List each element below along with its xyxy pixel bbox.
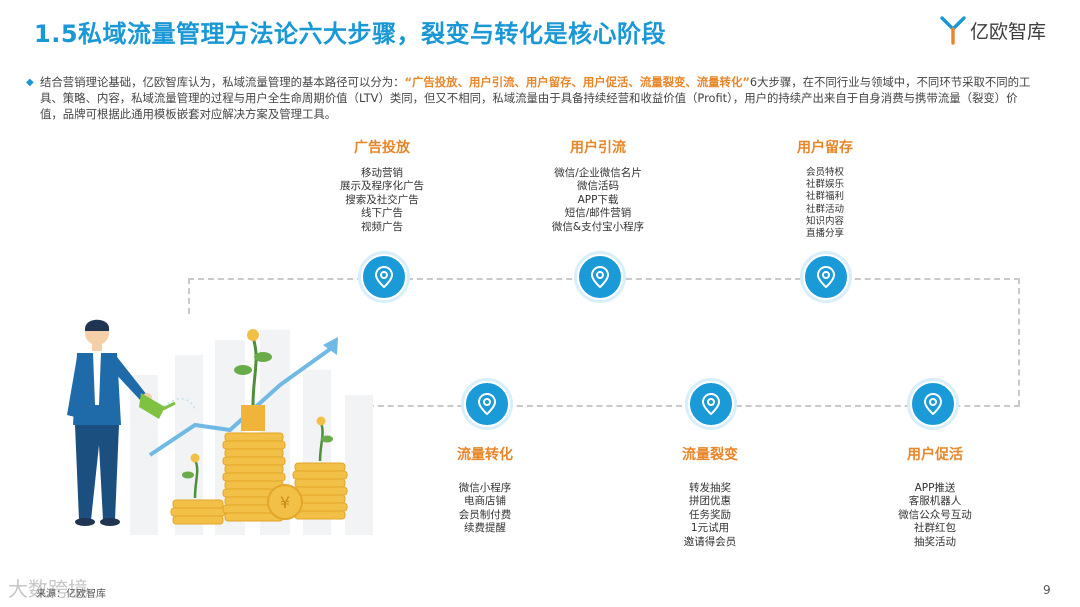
stage-item: 抽奖活动 [914,535,956,548]
stage-item: 线下广告 [361,207,403,220]
track-bottom-line [348,405,1020,407]
location-pin-icon [361,254,407,300]
stage-item: APP下载 [577,193,619,206]
stage-item: 客服机器人 [908,495,962,508]
page-number: 9 [1043,583,1051,597]
stage-title: 用户引流 [570,140,626,156]
track-left-line [188,278,190,314]
stage-item: 展示及程序化广告 [340,180,424,193]
stage-ad-placement: 广告投放 移动营销 展示及程序化广告 搜索及社交广告 线下广告 视频广告 [302,137,462,234]
stage-title: 广告投放 [354,140,410,156]
stage-item: 邀请得会员 [683,535,737,548]
intro-highlight: “广告投放、用户引流、用户留存、用户促活、流量裂变、流量转化” [404,75,750,89]
stage-item: 社群红包 [914,522,956,535]
source-note: 来源：亿欧智库 [36,589,106,600]
stage-item: 搜索及社交广告 [345,193,419,206]
stage-item: APP推送 [914,482,956,494]
logo-mark-icon [940,16,966,45]
stage-traffic-conversion: 流量转化 微信小程序 电商店铺 会员制付费 续费提醒 [405,444,565,536]
stage-item: 电商店铺 [464,495,506,508]
stage-item: 社群娱乐 [805,179,844,191]
stage-item: 1元试用 [690,522,730,535]
intro-paragraph: ◆ 结合营销理论基础，亿欧智库认为，私域流量管理的基本路径可以分为：“广告投放、… [26,74,1040,122]
stage-item: 续费提醒 [464,522,506,535]
stage-item: 任务奖励 [689,508,731,521]
stage-item: 会员特权 [805,167,844,178]
location-pin-icon [910,381,956,427]
stage-item: 移动营销 [361,167,403,179]
stage-item: 社群福利 [805,191,844,203]
intro-text-1: 结合营销理论基础，亿欧智库认为，私域流量管理的基本路径可以分为： [40,75,405,89]
location-pin-icon [688,381,734,427]
logo-text: 亿欧智库 [970,20,1047,43]
watermark: 大数跨境 [8,577,88,601]
stage-item: 微信&支付宝小程序 [551,220,645,233]
stage-item: 短信/邮件营销 [564,207,632,220]
track-right-line [1018,278,1020,406]
location-pin-icon [803,254,849,300]
intro-text-2: 6大步骤，在不同行业与领域中，不同环节采取不同的工具、策略、内容，私域流量管理的… [40,75,1031,121]
stage-item: 视频广告 [361,220,403,233]
stage-title: 流量裂变 [682,447,738,463]
stage-user-retention: 用户留存 会员特权 社群娱乐 社群福利 社群活动 知识内容 直播分享 [745,137,905,240]
stage-item: 微信活码 [577,180,619,193]
stage-item: 知识内容 [805,215,844,227]
stage-item: 拼团优惠 [689,495,731,508]
page-title: 1.5私域流量管理方法论六大步骤，裂变与转化是核心阶段 [34,20,667,48]
location-pin-icon [464,381,510,427]
location-pin-icon [577,254,623,300]
stage-item: 微信公众号互动 [898,508,972,521]
stage-user-traffic: 用户引流 微信/企业微信名片 微信活码 APP下载 短信/邮件营销 微信&支付宝… [518,137,678,234]
stage-item: 会员制付费 [458,508,512,521]
brand-logo: 亿欧智库 [940,15,1046,45]
stage-title: 流量转化 [457,447,513,463]
diamond-bullet-icon: ◆ [26,77,34,88]
stage-user-activation: 用户促活 APP推送 客服机器人 微信公众号互动 社群红包 抽奖活动 [855,444,1015,549]
growth-illustration: ¥ [67,319,373,535]
stage-item: 微信/企业微信名片 [554,167,642,179]
stage-traffic-fission: 流量裂变 转发抽奖 拼团优惠 任务奖励 1元试用 邀请得会员 [630,444,790,549]
stage-item: 转发抽奖 [689,482,731,494]
svg-text:¥: ¥ [280,493,290,512]
stage-item: 社群活动 [805,203,844,215]
stage-item: 直播分享 [805,228,844,240]
stage-item: 微信小程序 [458,482,512,494]
stage-title: 用户促活 [907,447,963,463]
stage-title: 用户留存 [797,140,853,156]
